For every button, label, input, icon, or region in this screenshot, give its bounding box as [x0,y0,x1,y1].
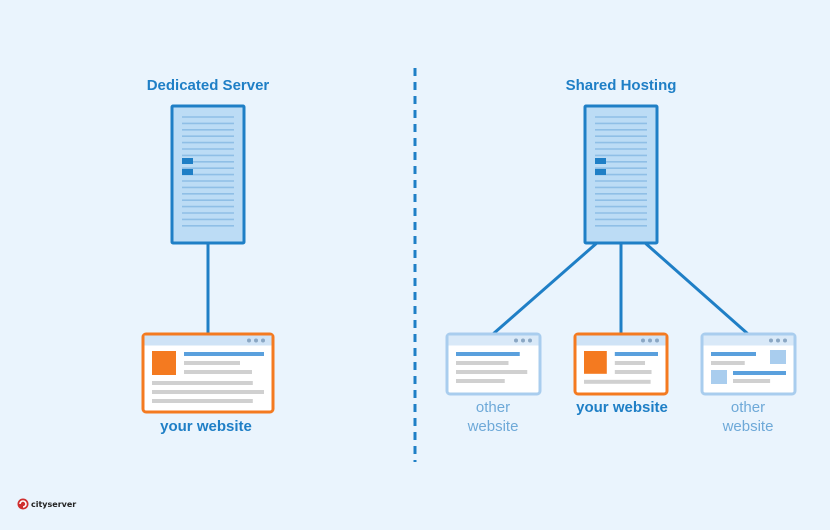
cityserver-logo: cityserver [17,498,76,510]
shared-server-icon [583,104,659,245]
connector-line [492,240,599,336]
website-icon-other [445,332,542,396]
other-website-label: other website [467,399,519,435]
other-website-label: other website [722,399,774,435]
dedicated-server-icon [170,104,246,245]
website-icon-other [700,332,797,396]
shared-hosting-title: Shared Hosting [565,77,677,94]
dedicated-server-title: Dedicated Server [146,77,270,94]
logo-icon [17,498,29,510]
website-icon-yours [573,332,669,396]
your-website-label: your website [576,399,668,416]
your-website-label: your website [160,418,252,435]
logo-text: cityserver [31,499,77,509]
website-icon-yours [141,332,275,414]
connector-line [643,240,749,336]
